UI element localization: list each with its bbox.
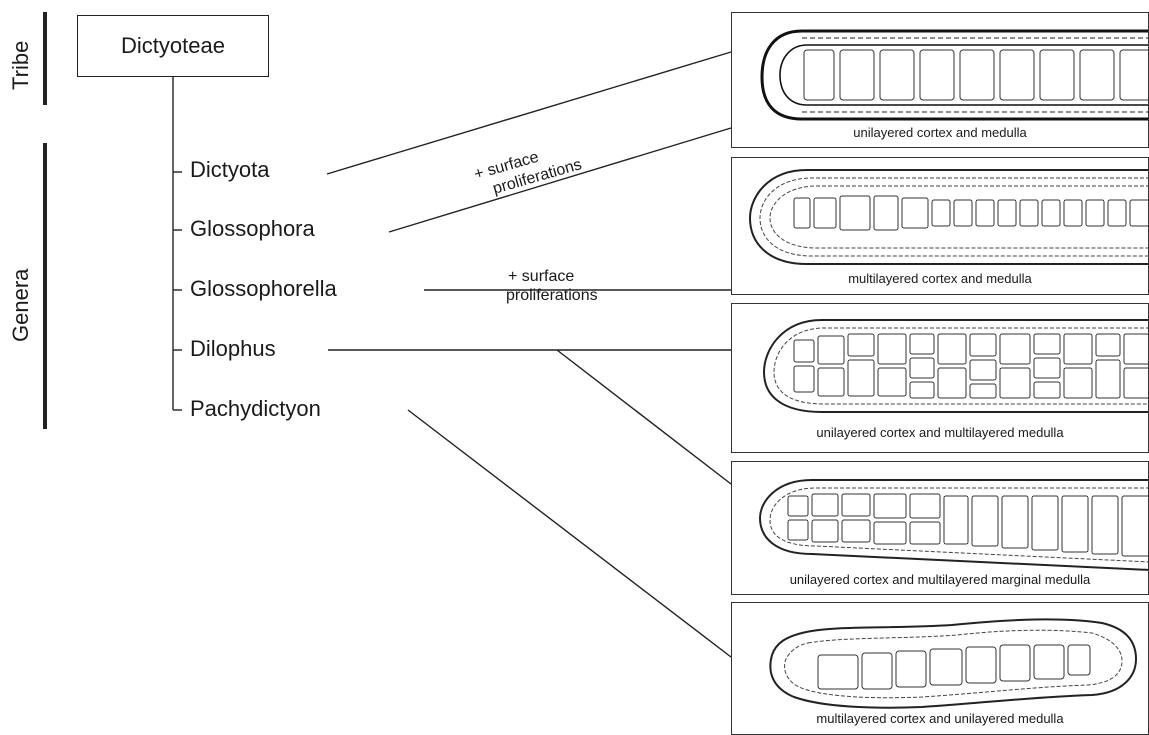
panel-caption: unilayered cortex and medulla [732, 125, 1148, 140]
tribe-axis-bar [43, 12, 47, 105]
genera-axis-bar [43, 143, 47, 429]
connector-dilophus-marginal [557, 350, 731, 484]
genus-glossophora: Glossophora [190, 216, 315, 242]
annotation-line1: + surface [508, 267, 598, 286]
tribe-name: Dictyoteae [121, 33, 225, 59]
panel-caption: multilayered cortex and unilayered medul… [732, 711, 1148, 726]
genus-glossophorella: Glossophorella [190, 276, 337, 302]
panel-thallus-section-1: unilayered cortex and medulla [731, 12, 1149, 148]
genus-pachydictyon: Pachydictyon [190, 396, 321, 422]
genus-dictyota: Dictyota [190, 157, 269, 183]
genera-axis-label: Genera [8, 269, 34, 342]
annotation-surface-proliferations-2: + surface proliferations [508, 267, 598, 305]
panel-caption: unilayered cortex and multilayered medul… [732, 425, 1148, 440]
tribe-axis-label: Tribe [8, 41, 34, 90]
panel-thallus-section-3: unilayered cortex and multilayered medul… [731, 303, 1149, 453]
panel-thallus-section-2: multilayered cortex and medulla [731, 157, 1149, 295]
annotation-line2: proliferations [506, 286, 598, 305]
panel-thallus-section-5: multilayered cortex and unilayered medul… [731, 602, 1149, 735]
panel-thallus-section-4: unilayered cortex and multilayered margi… [731, 461, 1149, 595]
panel-caption: multilayered cortex and medulla [732, 271, 1148, 286]
genus-dilophus: Dilophus [190, 336, 276, 362]
panel-caption: unilayered cortex and multilayered margi… [732, 572, 1148, 587]
tribe-box: Dictyoteae [77, 15, 269, 77]
